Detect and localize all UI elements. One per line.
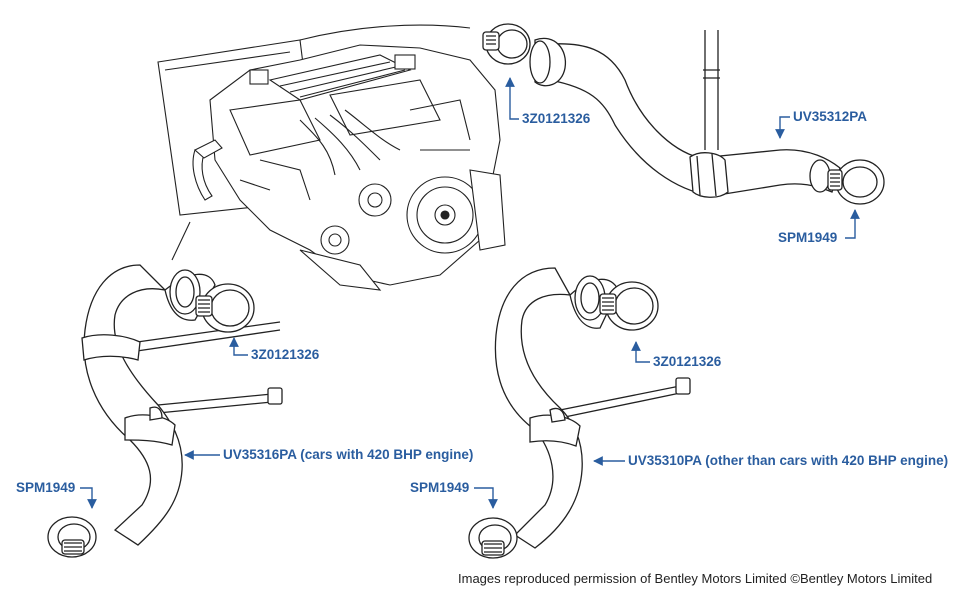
label-left-clip: 3Z0121326 [251, 347, 320, 362]
label-top-hose: UV35312PA [793, 109, 868, 124]
label-top-clip: 3Z0121326 [522, 111, 591, 126]
leader-right-clip [631, 341, 650, 363]
leader-top-clamp [845, 209, 860, 239]
label-right-clip: 3Z0121326 [653, 354, 722, 369]
label-right-clamp: SPM1949 [410, 480, 470, 495]
label-right-hose: UV35310PA (other than cars with 420 BHP … [628, 453, 949, 468]
leader-right-clamp [474, 487, 498, 509]
label-left-clamp: SPM1949 [16, 480, 76, 495]
left-hose-assembly [47, 264, 283, 558]
leader-left-clip [229, 337, 248, 356]
label-top-clamp: SPM1949 [778, 230, 838, 245]
leader-top-hose [775, 116, 790, 139]
right-hose-assembly [468, 267, 691, 559]
label-left-hose: UV35316PA (cars with 420 BHP engine) [223, 447, 474, 462]
copyright-notice: Images reproduced permission of Bentley … [458, 571, 933, 586]
leader-lines [80, 77, 860, 509]
engine-illustration [157, 24, 506, 291]
leader-top-clip [505, 77, 519, 120]
top-hose-assembly [482, 23, 885, 205]
leader-left-clamp [80, 487, 97, 509]
